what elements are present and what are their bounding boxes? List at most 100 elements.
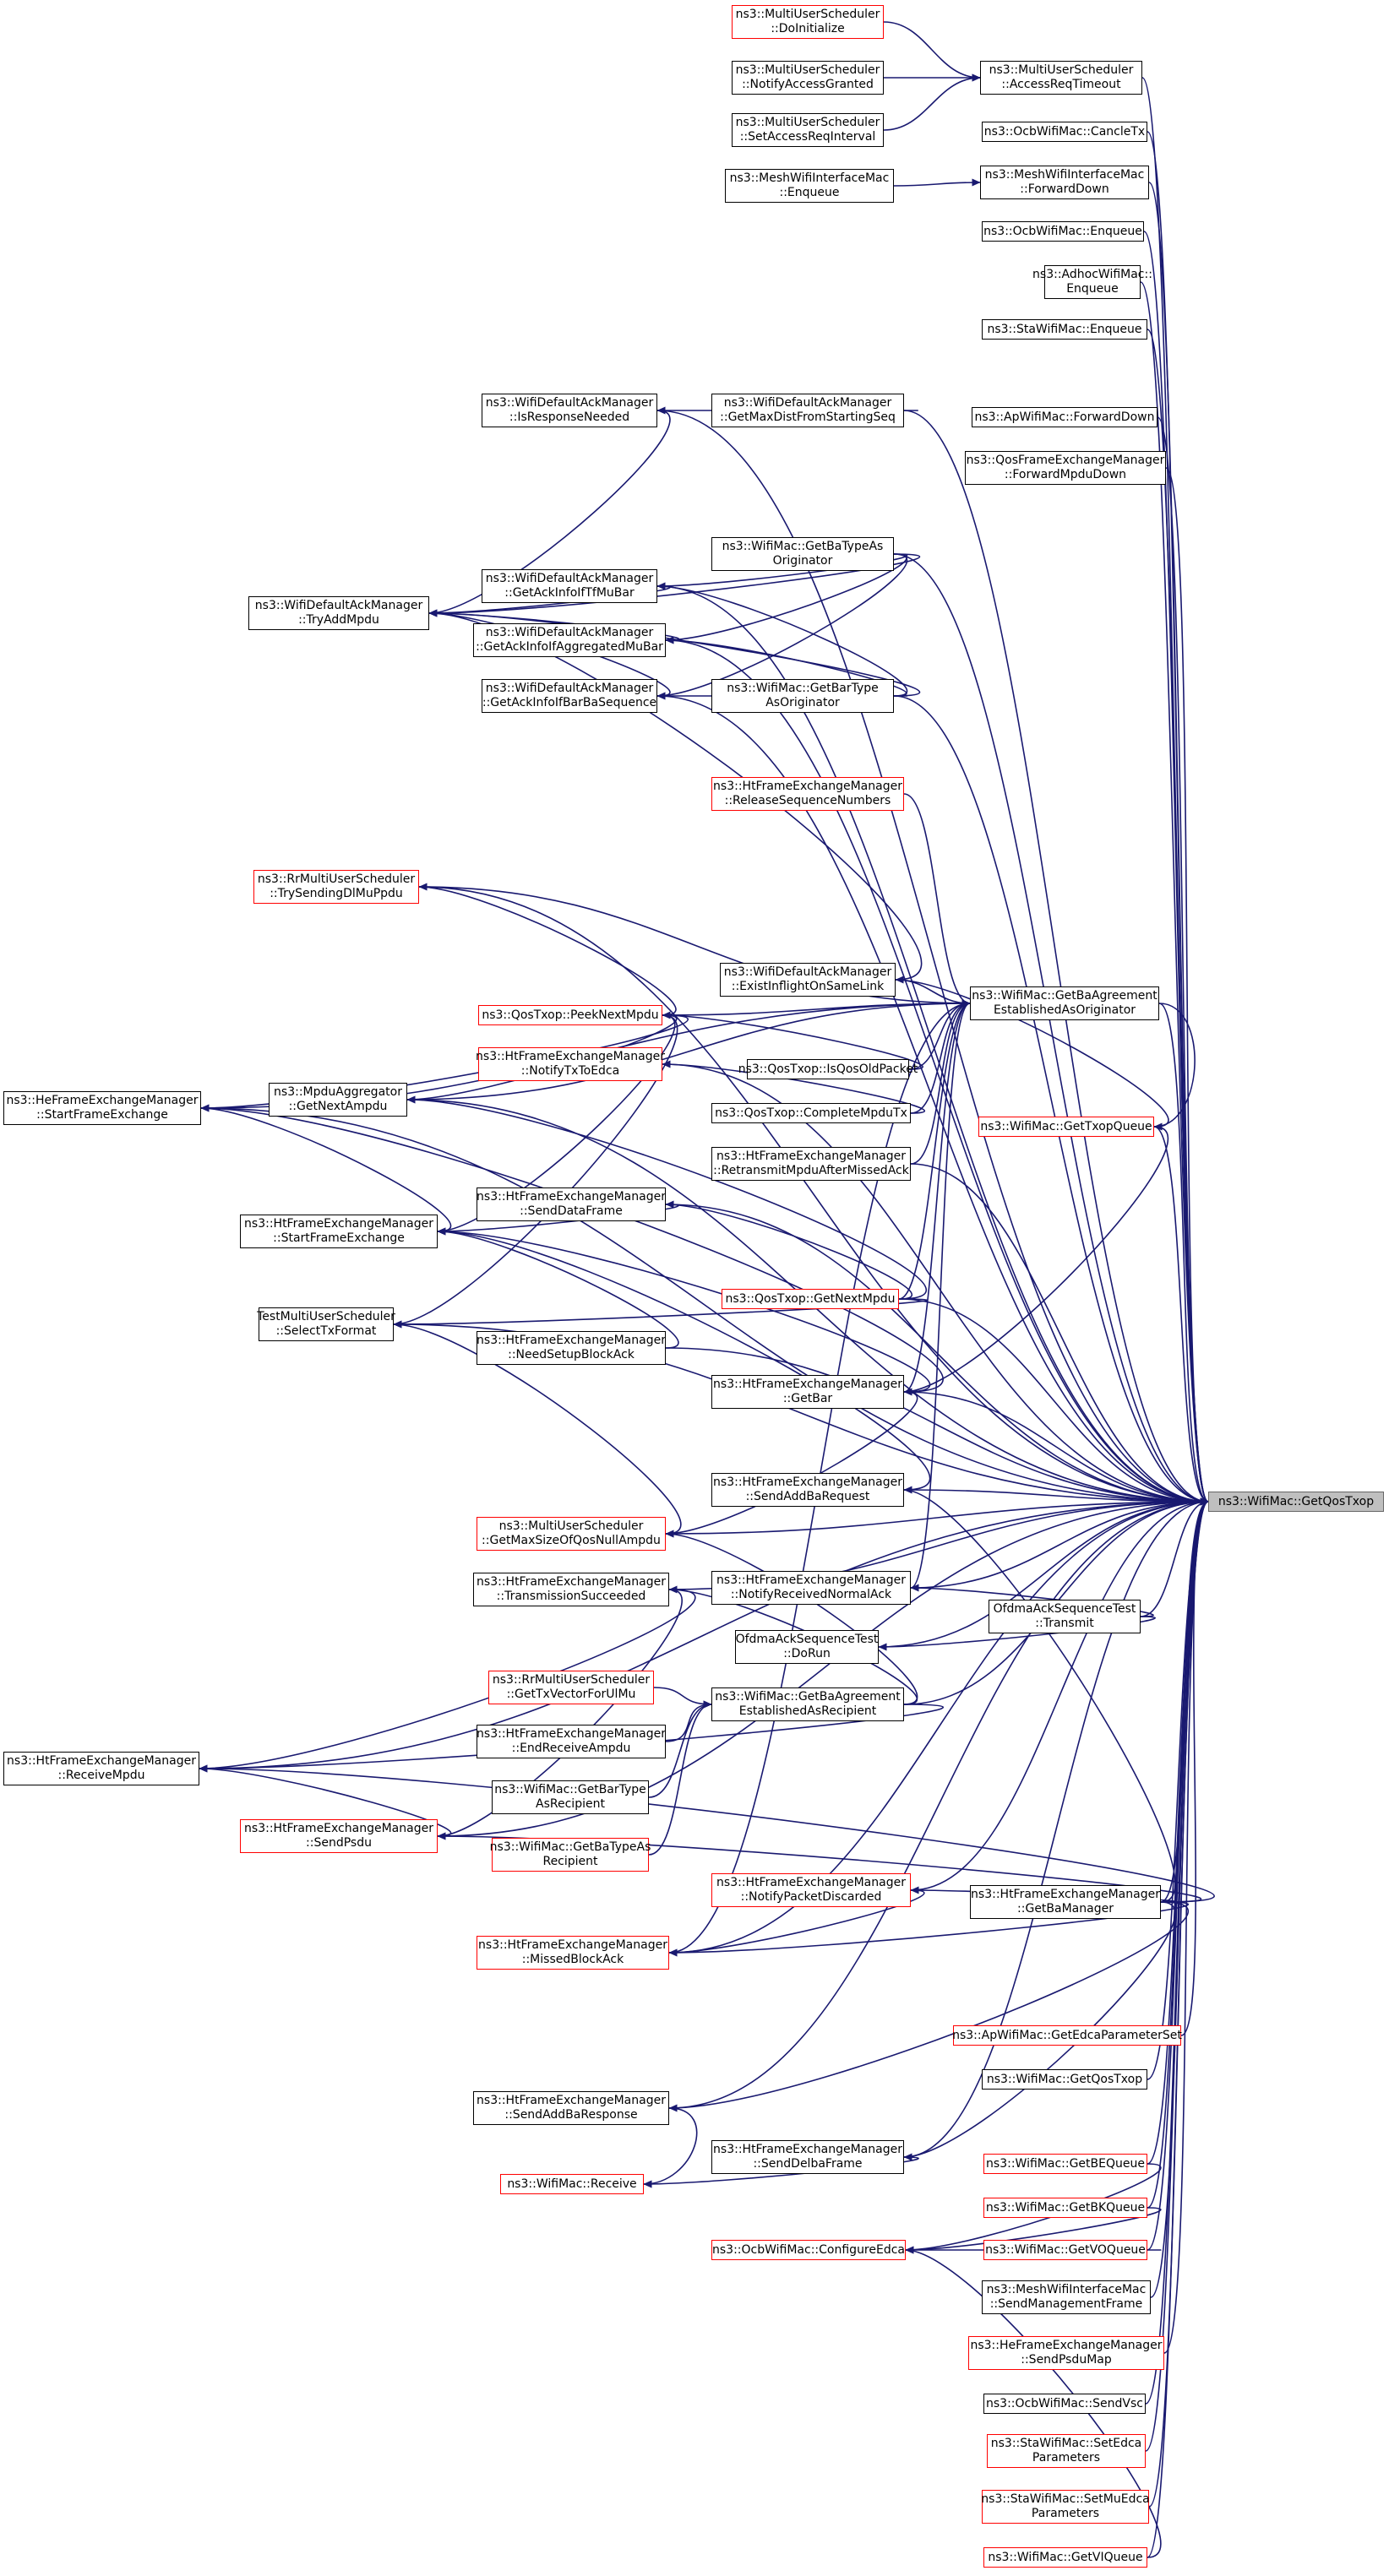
node-label: TestMultiUserScheduler: [257, 1310, 395, 1323]
node-label: ns3::MpduAggregator: [274, 1085, 402, 1099]
graph-node[interactable]: ns3::QosTxop::PeekNextMpdu: [478, 1005, 662, 1025]
graph-node[interactable]: ns3::ApWifiMac::ForwardDown: [972, 407, 1158, 427]
graph-node[interactable]: ns3::WifiMac::Receive: [500, 2174, 644, 2194]
graph-node[interactable]: ns3::HtFrameExchangeManager::ReceiveMpdu: [3, 1752, 199, 1785]
graph-node[interactable]: ns3::QosTxop::CompleteMpduTx: [711, 1103, 911, 1123]
graph-node[interactable]: ns3::HeFrameExchangeManager::StartFrameE…: [3, 1091, 201, 1125]
graph-node[interactable]: ns3::HtFrameExchangeManager::SendAddBaRe…: [473, 2091, 669, 2125]
call-edge: [668, 1497, 1209, 2109]
call-edge: [656, 582, 908, 697]
graph-node[interactable]: OfdmaAckSequenceTest::Transmit: [989, 1600, 1141, 1633]
graph-node[interactable]: ns3::OcbWifiMac::SendVsc: [983, 2394, 1146, 2414]
graph-node[interactable]: ns3::HtFrameExchangeManager::SendDelbaFr…: [711, 2140, 904, 2174]
graph-node[interactable]: ns3::MultiUserScheduler::NotifyAccessGra…: [732, 61, 884, 95]
graph-node[interactable]: ns3::HtFrameExchangeManager::NotifyPacke…: [711, 1873, 911, 1907]
node-label: ns3::WifiMac::GetBarType: [494, 1783, 646, 1796]
node-label: ::GetAckInfoIfTfMuBar: [504, 586, 635, 600]
call-edge: [200, 1104, 944, 1393]
graph-node[interactable]: ns3::HtFrameExchangeManager::NotifyRecei…: [711, 1571, 911, 1605]
graph-node[interactable]: ns3::WifiMac::GetQosTxop: [982, 2069, 1147, 2090]
graph-node[interactable]: ns3::RrMultiUserScheduler::TrySendingDlM…: [253, 870, 419, 904]
call-edge: [898, 999, 971, 1300]
graph-node[interactable]: ns3::HtFrameExchangeManager::EndReceiveA…: [477, 1725, 666, 1758]
node-label: ::GetAckInfoIfAggregatedMuBar: [476, 640, 663, 654]
graph-node[interactable]: ns3::HtFrameExchangeManager::SendAddBaRe…: [711, 1473, 904, 1507]
graph-node[interactable]: ns3::WifiDefaultAckManager::IsResponseNe…: [482, 394, 657, 427]
graph-node[interactable]: ns3::WifiDefaultAckManager::GetMaxDistFr…: [711, 394, 904, 427]
node-label: ns3::WifiMac::GetBarType: [727, 682, 879, 695]
graph-node[interactable]: ns3::MeshWifiInterfaceMac::ForwardDown: [980, 166, 1149, 199]
graph-node[interactable]: ns3::OcbWifiMac::CancleTx: [982, 122, 1147, 142]
graph-node[interactable]: ns3::RrMultiUserScheduler::GetTxVectorFo…: [488, 1671, 654, 1704]
graph-node[interactable]: ns3::WifiMac::GetTxopQueue: [978, 1117, 1154, 1137]
graph-node[interactable]: ns3::WifiDefaultAckManager::ExistInfligh…: [720, 963, 896, 997]
graph-node[interactable]: ns3::StaWifiMac::Enqueue: [982, 319, 1147, 340]
graph-node[interactable]: ns3::HtFrameExchangeManager::SendPsdu: [240, 1819, 438, 1853]
call-edge: [665, 1497, 1209, 1535]
graph-node[interactable]: ns3::OcbWifiMac::ConfigureEdca: [711, 2240, 906, 2260]
node-label: Enqueue: [1066, 282, 1119, 296]
graph-node[interactable]: ns3::HtFrameExchangeManager::GetBar: [711, 1375, 904, 1409]
graph-node[interactable]: ns3::HtFrameExchangeManager::RetransmitM…: [711, 1147, 911, 1181]
call-edge: [656, 585, 1209, 1506]
node-label: ns3::HtFrameExchangeManager: [713, 1378, 902, 1391]
graph-node[interactable]: ns3::AdhocWifiMac::Enqueue: [1032, 265, 1152, 299]
graph-node[interactable]: ns3::WifiMac::GetVIQueue: [983, 2547, 1147, 2568]
graph-node[interactable]: ns3::MultiUserScheduler::GetMaxSizeOfQos…: [477, 1517, 666, 1551]
graph-node[interactable]: OfdmaAckSequenceTest::DoRun: [735, 1630, 879, 1664]
node-label: ::GetMaxSizeOfQosNullAmpdu: [482, 1534, 661, 1547]
graph-node[interactable]: ns3::HtFrameExchangeManager::NeedSetupBl…: [477, 1331, 666, 1365]
node-label: ::SendManagementFrame: [989, 2297, 1143, 2311]
node-label: ns3::WifiMac::GetTxopQueue: [980, 1119, 1152, 1133]
graph-node[interactable]: ns3::MultiUserScheduler::DoInitialize: [732, 5, 884, 39]
node-label: ns3::QosFrameExchangeManager: [966, 454, 1165, 467]
graph-node[interactable]: ns3::MpduAggregator::GetNextAmpdu: [269, 1083, 407, 1117]
graph-node[interactable]: ns3::MeshWifiInterfaceMac::SendManagemen…: [982, 2280, 1151, 2314]
graph-node[interactable]: ns3::HtFrameExchangeManager::GetBaManage…: [970, 1885, 1161, 1919]
call-edge: [668, 1901, 1190, 1957]
call-edge: [199, 1497, 1209, 1769]
call-edge: [883, 21, 981, 82]
graph-node[interactable]: ns3::HtFrameExchangeManager::NotifyTxToE…: [476, 1047, 665, 1081]
graph-node[interactable]: ns3::MultiUserScheduler::AccessReqTimeou…: [980, 61, 1142, 95]
call-edge: [200, 1107, 1209, 1506]
graph-node[interactable]: ns3::WifiDefaultAckManager::GetAckInfoIf…: [482, 569, 657, 603]
graph-node[interactable]: ns3::ApWifiMac::GetEdcaParameterSet: [952, 2025, 1182, 2046]
call-edge: [665, 1530, 918, 1705]
graph-node[interactable]: ns3::MultiUserScheduler::SetAccessReqInt…: [732, 113, 884, 147]
node-label: ::GetBar: [782, 1392, 833, 1405]
graph-node[interactable]: ns3::OcbWifiMac::Enqueue: [982, 221, 1144, 242]
graph-node[interactable]: ns3::HeFrameExchangeManager::SendPsduMap: [968, 2336, 1164, 2370]
graph-node[interactable]: ns3::WifiDefaultAckManager::GetAckInfoIf…: [473, 623, 666, 657]
graph-node[interactable]: ns3::HtFrameExchangeManager::ReleaseSequ…: [711, 777, 904, 811]
graph-node[interactable]: ns3::QosTxop::IsQosOldPacket: [738, 1059, 918, 1079]
graph-node[interactable]: ns3::WifiMac::GetBKQueue: [983, 2198, 1147, 2218]
graph-node[interactable]: ns3::QosFrameExchangeManager::ForwardMpd…: [965, 451, 1166, 485]
graph-node[interactable]: ns3::MeshWifiInterfaceMac::Enqueue: [725, 169, 894, 203]
graph-node[interactable]: ns3::WifiMac::GetVOQueue: [983, 2240, 1147, 2260]
graph-node[interactable]: ns3::QosTxop::GetNextMpdu: [722, 1289, 899, 1309]
graph-node[interactable]: ns3::WifiDefaultAckManager::TryAddMpdu: [248, 596, 429, 630]
graph-node[interactable]: ns3::HtFrameExchangeManager::Transmissio…: [473, 1573, 669, 1606]
graph-node[interactable]: ns3::WifiDefaultAckManager::GetAckInfoIf…: [482, 679, 657, 713]
graph-node[interactable]: ns3::HtFrameExchangeManager::SendDataFra…: [477, 1187, 666, 1221]
node-label: ::StartFrameExchange: [273, 1231, 405, 1245]
root-node[interactable]: ns3::WifiMac::GetQosTxop: [1208, 1492, 1384, 1512]
graph-node[interactable]: ns3::WifiMac::GetBEQueue: [983, 2154, 1147, 2174]
node-label: ns3::OcbWifiMac::ConfigureEdca: [712, 2242, 906, 2257]
graph-node[interactable]: TestMultiUserScheduler::SelectTxFormat: [257, 1307, 395, 1341]
graph-node[interactable]: ns3::HtFrameExchangeManager::StartFrameE…: [240, 1215, 438, 1248]
node-label: ::ForwardMpduDown: [1004, 468, 1127, 481]
call-edge: [893, 695, 1209, 1506]
call-edge: [418, 886, 971, 1008]
graph-node[interactable]: ns3::HtFrameExchangeManager::MissedBlock…: [477, 1936, 669, 1970]
